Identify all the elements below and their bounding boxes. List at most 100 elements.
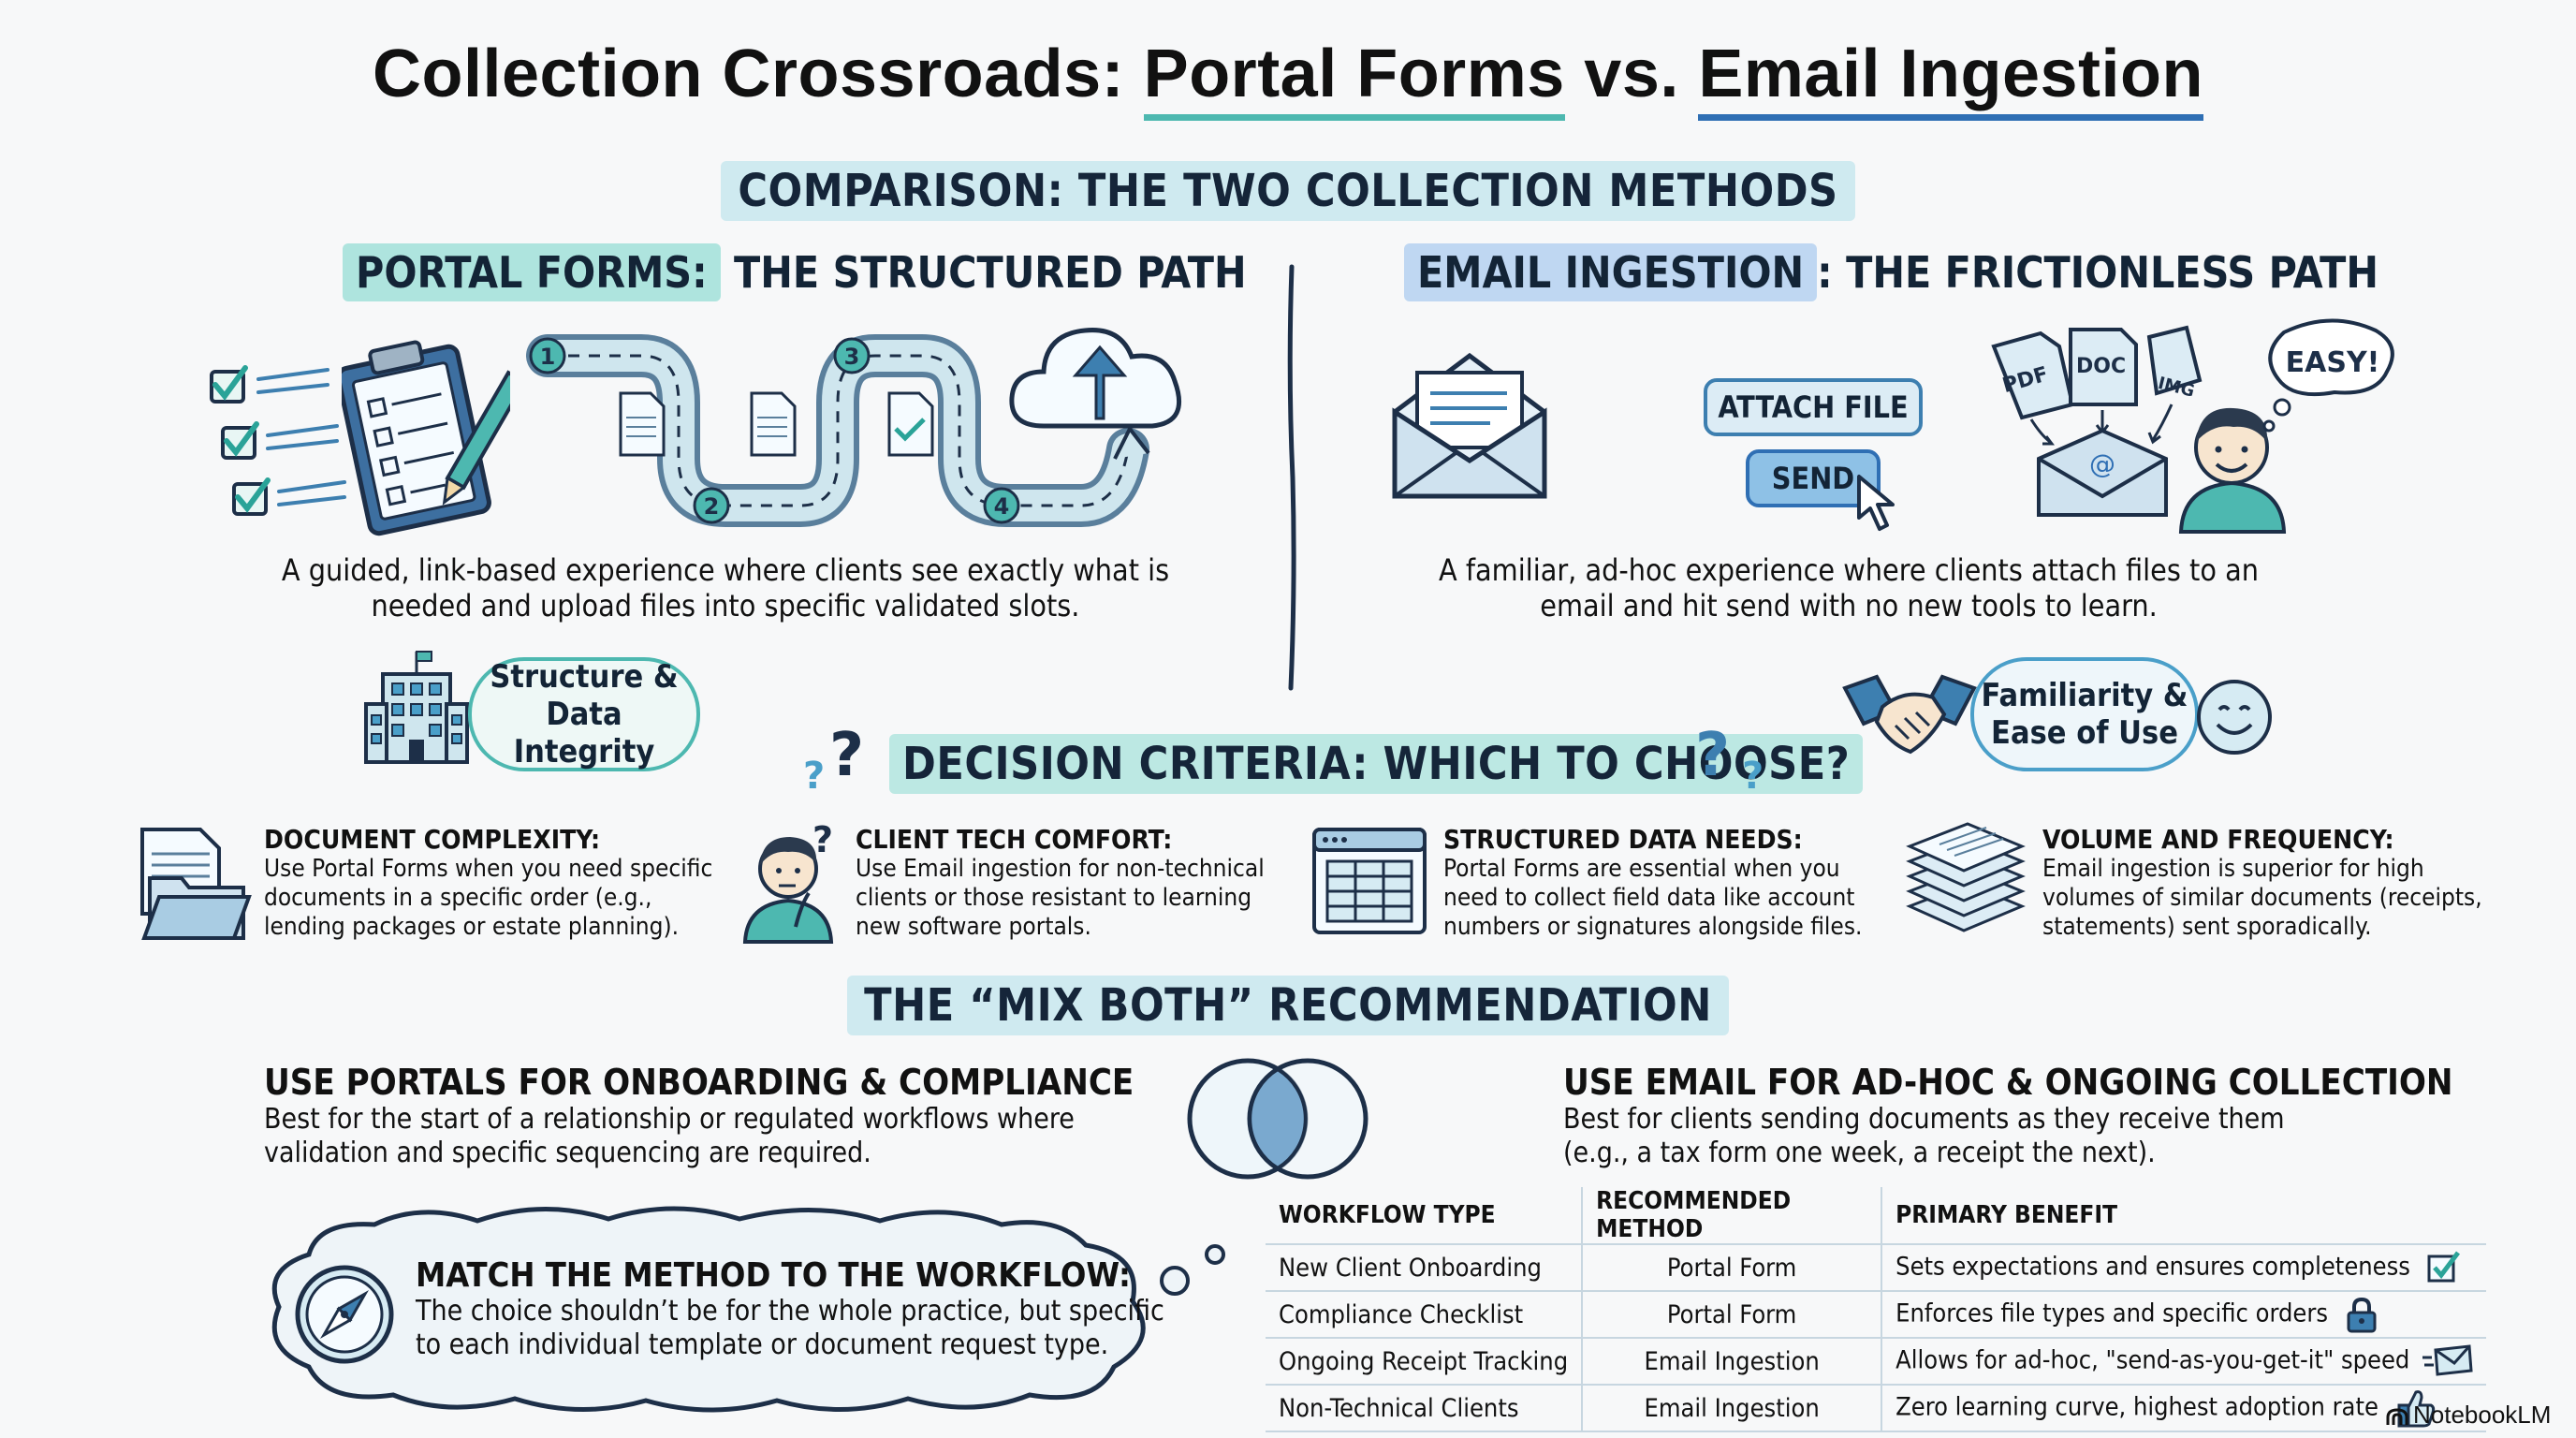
criteria-volume-frequency: VOLUME AND FREQUENCY: Email ingestion is… — [2042, 824, 2510, 942]
table-row: Ongoing Receipt Tracking Email Ingestion… — [1266, 1338, 2487, 1386]
cloud-upload-icon — [1009, 328, 1181, 429]
match-method-title: MATCH THE METHOD TO THE WORKFLOW: — [416, 1256, 1131, 1295]
svg-text:?: ? — [803, 755, 825, 798]
pill-line: Ease of Use — [1991, 714, 2178, 752]
mix-portals-body: Best for the start of a relationship or … — [264, 1103, 1075, 1169]
handshake-icon — [1842, 674, 1977, 755]
table-cell-workflow: Compliance Checklist — [1266, 1291, 1584, 1339]
mix-email-title: USE EMAIL FOR AD-HOC & ONGOING COLLECTIO… — [1563, 1062, 2453, 1103]
svg-text:1: 1 — [540, 344, 556, 370]
comparison-heading: COMPARISON: THE TWO COLLECTION METHODS — [0, 161, 2576, 221]
portal-forms-heading-rest: THE STRUCTURED PATH — [720, 247, 1247, 298]
notebooklm-brand: NotebookLM — [2413, 1401, 2552, 1429]
table-cell-method: Email Ingestion — [1582, 1338, 1883, 1386]
criteria-title: STRUCTURED DATA NEEDS: — [1443, 824, 1803, 855]
criteria-body: Use Email ingestion for non-technical cl… — [856, 855, 1265, 941]
portal-forms-description: A guided, link-based experience where cl… — [281, 552, 1170, 624]
benefit-text: Enforces file types and specific orders — [1895, 1299, 2329, 1328]
mix-portals-title: USE PORTALS FOR ONBOARDING & COMPLIANCE — [264, 1062, 1134, 1103]
table-cell-benefit: Zero learning curve, highest adoption ra… — [1881, 1385, 2487, 1432]
criteria-title: CLIENT TECH COMFORT: — [856, 824, 1173, 855]
svg-text:2: 2 — [704, 493, 720, 520]
criteria-title: VOLUME AND FREQUENCY: — [2042, 824, 2394, 855]
criteria-body: Email ingestion is superior for high vol… — [2042, 855, 2482, 941]
portal-forms-heading: PORTAL FORMS: THE STRUCTURED PATH — [343, 243, 1247, 301]
question-marks-icon: ? ? — [1695, 721, 1764, 798]
open-envelope-icon — [1392, 352, 1547, 499]
building-icon — [364, 651, 469, 764]
mix-email-block: USE EMAIL FOR AD-HOC & ONGOING COLLECTIO… — [1563, 1062, 2499, 1170]
svg-text:4: 4 — [994, 493, 1010, 520]
table-cell-method: Portal Form — [1582, 1244, 1883, 1292]
speech-bubble: EASY! — [2262, 318, 2394, 433]
title-vs: vs. — [1564, 37, 1699, 111]
page-title: Collection Crossroads: Portal Forms vs. … — [0, 36, 2576, 121]
email-ingestion-heading-highlight: EMAIL INGESTION — [1404, 243, 1818, 301]
svg-text:?: ? — [1742, 755, 1764, 798]
match-method-block: MATCH THE METHOD TO THE WORKFLOW: The ch… — [416, 1256, 1193, 1362]
match-method-body: The choice shouldn’t be for the whole pr… — [416, 1295, 1164, 1361]
benefit-text: Zero learning curve, highest adoption ra… — [1895, 1392, 2378, 1422]
structure-data-integrity-pill: Structure &Data Integrity — [468, 657, 700, 771]
table-row: Compliance Checklist Portal Form Enforce… — [1266, 1291, 2487, 1339]
criteria-title: DOCUMENT COMPLEXITY: — [264, 824, 601, 855]
cursor-icon — [1857, 475, 1895, 531]
step-markers: 1 2 3 4 — [529, 337, 1020, 524]
benefit-text: Allows for ad-hoc, "send-as-you-get-it" … — [1895, 1345, 2410, 1375]
criteria-client-tech-comfort: CLIENT TECH COMFORT: Use Email ingestion… — [856, 824, 1295, 942]
step-marker: 4 — [983, 487, 1020, 524]
files-to-email-icon: PDF DOC IMG @ — [1991, 325, 2203, 517]
portal-forms-heading-highlight: PORTAL FORMS: — [343, 243, 721, 301]
doc-label: DOC — [2076, 355, 2126, 378]
checkbox-icon — [2427, 1251, 2460, 1283]
comparison-heading-text: COMPARISON: THE TWO COLLECTION METHODS — [721, 161, 1855, 221]
step-marker: 1 — [529, 337, 566, 374]
center-divider — [1287, 264, 1296, 691]
step-marker: 3 — [833, 337, 871, 374]
criteria-document-complexity: DOCUMENT COMPLEXITY: Use Portal Forms wh… — [264, 824, 732, 942]
workflow-table: WORKFLOW TYPE RECOMMENDED METHOD PRIMARY… — [1266, 1187, 2487, 1432]
svg-text:?: ? — [829, 721, 864, 790]
title-text: Collection Crossroads: — [373, 37, 1144, 111]
decision-criteria-heading-text: DECISION CRITERIA: WHICH TO CHOOSE? — [889, 734, 1864, 794]
flying-envelope-icon — [2422, 1344, 2473, 1376]
attach-file-button[interactable]: ATTACH FILE — [1704, 378, 1923, 436]
table-header-method: RECOMMENDED METHOD — [1582, 1187, 1883, 1245]
svg-text:@: @ — [2089, 448, 2115, 479]
table-cell-method: Email Ingestion — [1582, 1385, 1883, 1432]
question-marks-icon: ? ? — [803, 721, 864, 798]
table-cell-method: Portal Form — [1582, 1291, 1883, 1339]
table-row: New Client Onboarding Portal Form Sets e… — [1266, 1244, 2487, 1292]
table-cell-benefit: Allows for ad-hoc, "send-as-you-get-it" … — [1881, 1338, 2487, 1386]
folder-documents-icon — [140, 828, 252, 940]
thought-cloud — [271, 1206, 1225, 1413]
clipboard-icon — [342, 340, 510, 536]
table-header-row: WORKFLOW TYPE RECOMMENDED METHOD PRIMARY… — [1266, 1187, 2487, 1245]
checklist-icon — [210, 365, 346, 516]
table-cell-workflow: Ongoing Receipt Tracking — [1266, 1338, 1584, 1386]
venn-diagram-icon — [1187, 1058, 1368, 1180]
easy-text: EASY! — [2286, 346, 2380, 379]
criteria-body: Portal Forms are essential when you need… — [1443, 855, 1863, 941]
pill-line: Data Integrity — [513, 696, 655, 770]
table-cell-workflow: New Client Onboarding — [1266, 1244, 1584, 1292]
smiley-icon — [2197, 680, 2272, 755]
table-cell-benefit: Sets expectations and ensures completene… — [1881, 1244, 2487, 1292]
svg-text:?: ? — [1695, 721, 1730, 790]
mix-both-heading: THE “MIX BOTH” RECOMMENDATION — [0, 976, 2576, 1035]
svg-text:?: ? — [812, 819, 833, 860]
compass-icon — [295, 1265, 394, 1364]
notebooklm-logo-icon — [2386, 1408, 2408, 1426]
pill-line: Familiarity & — [1981, 677, 2188, 714]
title-portal-forms: Portal Forms — [1143, 37, 1565, 121]
mix-email-body: Best for clients sending documents as th… — [1563, 1103, 2285, 1169]
decision-criteria-heading: DECISION CRITERIA: WHICH TO CHOOSE? — [889, 734, 1864, 794]
document-stack-icon — [1906, 822, 2026, 932]
criteria-body: Use Portal Forms when you need specific … — [264, 855, 713, 941]
svg-text:3: 3 — [844, 344, 860, 370]
mix-both-heading-text: THE “MIX BOTH” RECOMMENDATION — [847, 976, 1729, 1035]
happy-person-icon — [2178, 407, 2287, 534]
table-header-workflow: WORKFLOW TYPE — [1266, 1187, 1584, 1245]
table-row: Non-Technical Clients Email Ingestion Ze… — [1266, 1385, 2487, 1432]
table-cell-benefit: Enforces file types and specific orders — [1881, 1291, 2487, 1339]
